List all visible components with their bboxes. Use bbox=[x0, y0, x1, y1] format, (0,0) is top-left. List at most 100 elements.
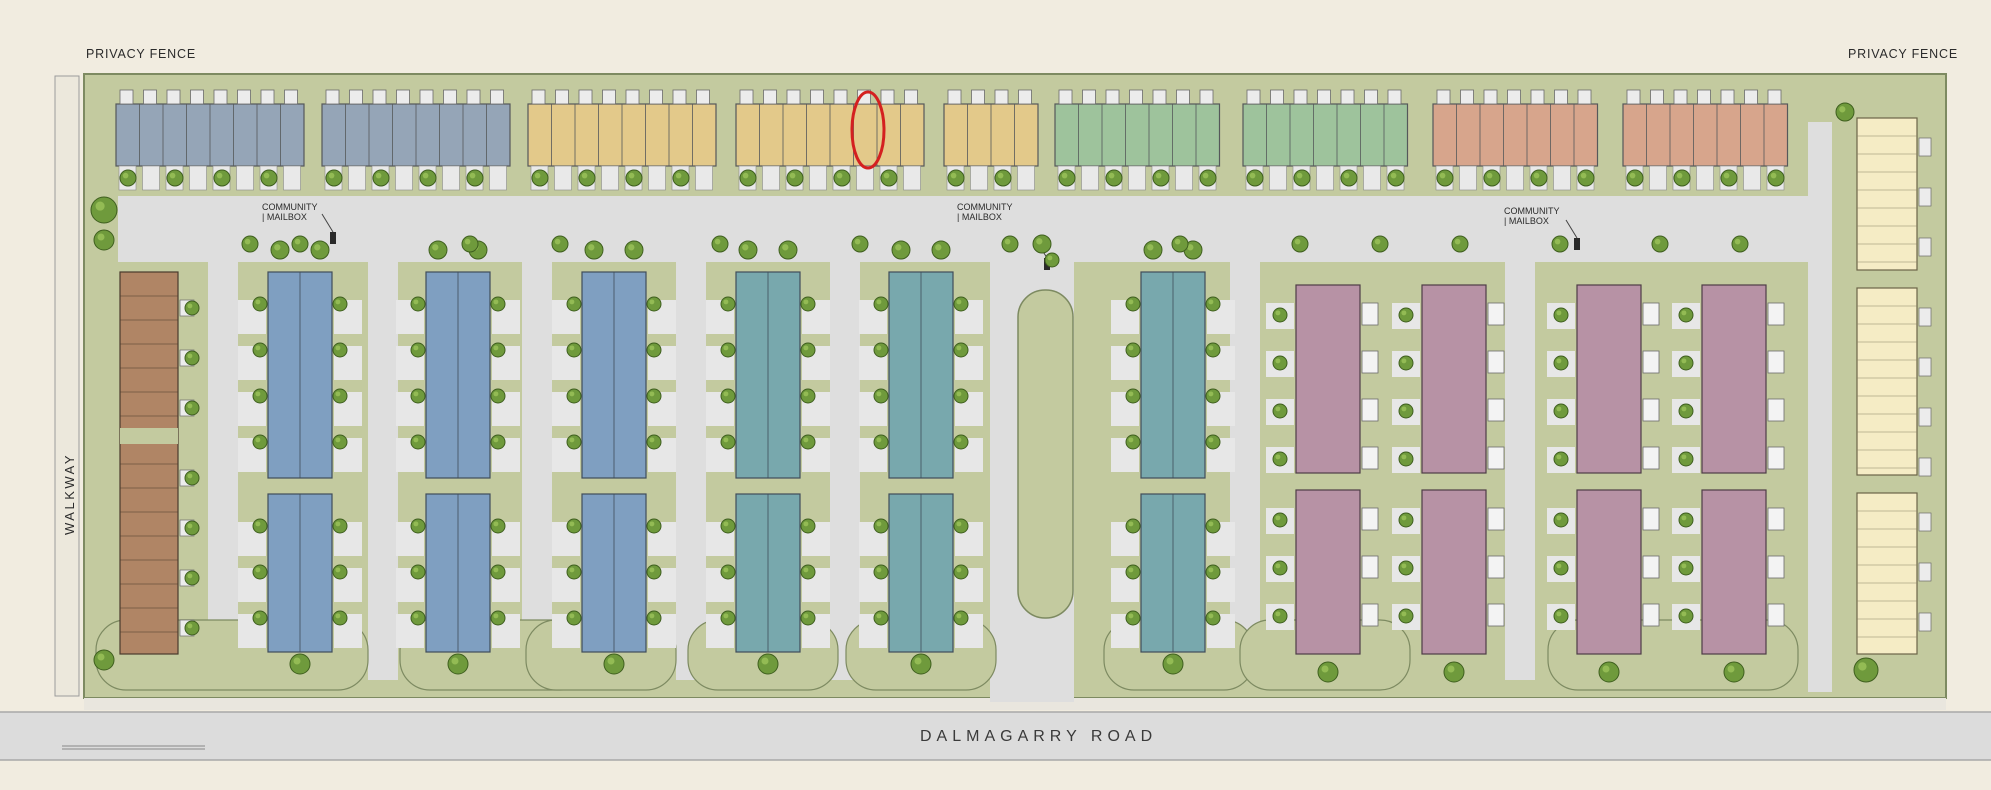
balcony bbox=[1361, 350, 1379, 374]
balcony bbox=[1361, 555, 1379, 579]
tree-highlight bbox=[97, 653, 105, 661]
tree-icon bbox=[873, 342, 889, 358]
patio bbox=[578, 89, 593, 105]
tree-icon bbox=[646, 518, 662, 534]
balcony bbox=[1361, 302, 1379, 326]
tree-highlight bbox=[187, 303, 193, 309]
tree-icon bbox=[800, 296, 816, 312]
tree-highlight bbox=[1187, 244, 1194, 251]
tree-highlight bbox=[413, 391, 419, 397]
tree-highlight bbox=[314, 244, 321, 251]
tree-highlight bbox=[1839, 106, 1846, 113]
garage-pad bbox=[1649, 165, 1667, 191]
balcony bbox=[1487, 302, 1505, 326]
tree-highlight bbox=[649, 567, 655, 573]
garage-pad bbox=[762, 165, 780, 191]
garage-pad bbox=[1363, 165, 1381, 191]
tree-icon bbox=[1483, 169, 1501, 187]
mailbox-label-line1: COMMUNITY bbox=[1504, 206, 1560, 216]
patio bbox=[284, 89, 298, 105]
tree-icon bbox=[184, 350, 200, 366]
patio bbox=[833, 89, 848, 105]
tree-highlight bbox=[1602, 665, 1610, 673]
tree-highlight bbox=[255, 613, 261, 619]
tree-icon bbox=[1678, 451, 1694, 467]
mailbox-label-line1: COMMUNITY bbox=[957, 202, 1013, 212]
tree-icon bbox=[93, 649, 115, 671]
tree-highlight bbox=[1128, 567, 1134, 573]
balcony bbox=[1918, 512, 1932, 532]
garage-pad bbox=[283, 165, 301, 191]
tree-icon bbox=[1001, 235, 1019, 253]
mailbox-pointer bbox=[321, 213, 334, 233]
garage-pad bbox=[970, 165, 988, 191]
tree-highlight bbox=[723, 521, 729, 527]
tree-icon bbox=[994, 169, 1012, 187]
tree-highlight bbox=[569, 437, 575, 443]
tree-highlight bbox=[956, 391, 962, 397]
lane bbox=[830, 262, 860, 680]
mailbox-label-line1: COMMUNITY bbox=[262, 202, 318, 212]
tree-icon bbox=[800, 518, 816, 534]
tree-highlight bbox=[723, 391, 729, 397]
tree-highlight bbox=[1681, 454, 1687, 460]
patio bbox=[602, 89, 616, 105]
tree-highlight bbox=[187, 623, 193, 629]
tree-highlight bbox=[895, 244, 902, 251]
tree-icon bbox=[953, 388, 969, 404]
tree-highlight bbox=[1128, 437, 1134, 443]
tree-highlight bbox=[1047, 255, 1053, 261]
balcony bbox=[1767, 446, 1785, 470]
patio bbox=[1176, 89, 1190, 105]
tree-icon bbox=[851, 235, 869, 253]
patio bbox=[672, 89, 687, 105]
tree-icon bbox=[646, 296, 662, 312]
tree-highlight bbox=[255, 437, 261, 443]
tree-icon bbox=[1551, 235, 1569, 253]
tree-icon bbox=[260, 169, 278, 187]
tree-icon bbox=[1205, 564, 1221, 580]
tree-icon bbox=[1125, 296, 1141, 312]
tree-icon bbox=[90, 196, 118, 224]
tree-highlight bbox=[451, 657, 459, 665]
tree-icon bbox=[873, 434, 889, 450]
tree-icon bbox=[1205, 610, 1221, 626]
tree-icon bbox=[1678, 512, 1694, 528]
patio bbox=[1018, 89, 1032, 105]
patio bbox=[625, 89, 640, 105]
tree-highlight bbox=[335, 437, 341, 443]
tree-icon bbox=[1272, 403, 1288, 419]
balcony bbox=[1487, 507, 1505, 531]
lane bbox=[208, 262, 238, 680]
tree-highlight bbox=[723, 345, 729, 351]
balcony bbox=[1361, 603, 1379, 627]
tree-highlight bbox=[588, 244, 595, 251]
tree-icon bbox=[757, 653, 779, 675]
tree-highlight bbox=[649, 391, 655, 397]
tree-icon bbox=[1553, 355, 1569, 371]
tree-highlight bbox=[413, 521, 419, 527]
tree-icon bbox=[410, 610, 426, 626]
tree-icon bbox=[1835, 102, 1855, 122]
east-drive bbox=[1808, 122, 1832, 692]
patio bbox=[490, 89, 504, 105]
tree-highlight bbox=[493, 521, 499, 527]
tree-highlight bbox=[876, 391, 882, 397]
tree-highlight bbox=[607, 657, 615, 665]
tree-icon bbox=[873, 518, 889, 534]
tree-icon bbox=[490, 518, 506, 534]
patio bbox=[1673, 89, 1688, 105]
tree-highlight bbox=[1681, 310, 1687, 316]
tree-icon bbox=[1767, 169, 1785, 187]
balcony bbox=[1767, 302, 1785, 326]
lane bbox=[676, 262, 706, 680]
patio bbox=[419, 89, 434, 105]
tree-icon bbox=[551, 235, 569, 253]
tree-icon bbox=[1678, 307, 1694, 323]
tree-highlight bbox=[422, 172, 429, 179]
tree-icon bbox=[1598, 661, 1620, 683]
tree-icon bbox=[891, 240, 911, 260]
tree-icon bbox=[310, 240, 330, 260]
patio bbox=[1270, 89, 1284, 105]
patio bbox=[119, 89, 134, 105]
